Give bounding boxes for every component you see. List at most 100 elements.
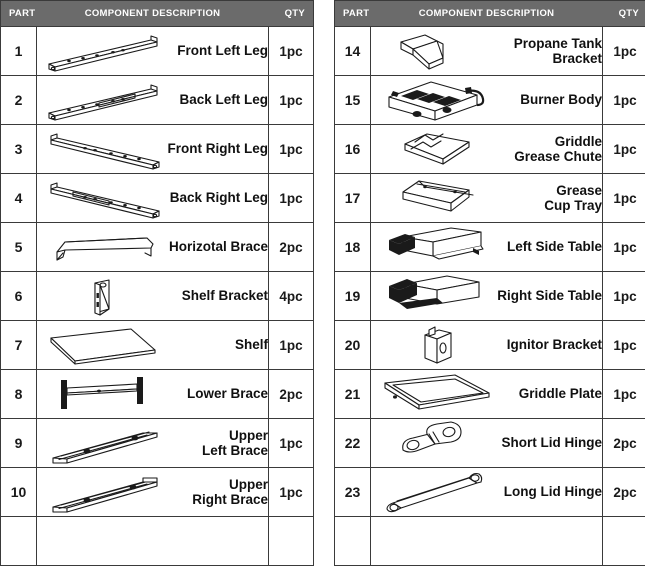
part-number-cell: 6	[1, 272, 37, 321]
part-number-cell: 21	[335, 370, 371, 419]
part-number-cell: 19	[335, 272, 371, 321]
part-number-cell: 18	[335, 223, 371, 272]
clipped-cell	[603, 517, 645, 566]
header-row: PART COMPONENT DESCRIPTION QTY	[1, 1, 314, 27]
table-row-partial	[335, 517, 645, 566]
part-number-cell: 10	[1, 468, 37, 517]
column-header-part: PART	[1, 1, 37, 27]
quantity-cell: 1pc	[603, 223, 645, 272]
component-description-label: Griddle Plate	[519, 386, 602, 401]
part-number-cell: 20	[335, 321, 371, 370]
quantity-cell: 1pc	[603, 125, 645, 174]
part-number-cell: 16	[335, 125, 371, 174]
component-description-cell: Griddle Plate	[371, 370, 603, 419]
description-text-wrap: Short Lid Hinge	[371, 420, 602, 467]
quantity-cell: 2pc	[603, 419, 645, 468]
part-number-cell: 5	[1, 223, 37, 272]
component-description-label: Shelf Bracket	[182, 288, 268, 303]
part-number-cell: 8	[1, 370, 37, 419]
description-text-wrap: Griddle Plate	[371, 371, 602, 418]
description-text-wrap: Long Lid Hinge	[371, 469, 602, 516]
component-description-label: Left Side Table	[507, 239, 602, 254]
component-description-label: Horizotal Brace	[169, 239, 268, 254]
component-description-label: Back Right Leg	[170, 190, 268, 205]
table-row-partial	[1, 517, 314, 566]
component-description-label: Right Side Table	[497, 288, 602, 303]
quantity-cell: 1pc	[603, 272, 645, 321]
component-description-label: Shelf	[235, 337, 268, 352]
header-row: PART COMPONENT DESCRIPTION QTY	[335, 1, 645, 27]
description-text-wrap: Propane Tank Bracket	[371, 28, 602, 75]
description-text-wrap: Horizotal Brace	[37, 224, 268, 271]
clipped-cell	[269, 517, 314, 566]
quantity-cell: 2pc	[603, 468, 645, 517]
description-text-wrap: Burner Body	[371, 77, 602, 124]
quantity-cell: 1pc	[603, 174, 645, 223]
description-text-wrap: Front Right Leg	[37, 126, 268, 173]
quantity-cell: 1pc	[603, 27, 645, 76]
component-description-cell: Front Right Leg	[37, 125, 269, 174]
component-description-cell: Left Side Table	[371, 223, 603, 272]
column-header-description: COMPONENT DESCRIPTION	[37, 1, 269, 27]
quantity-cell: 4pc	[269, 272, 314, 321]
description-text-wrap: Front Left Leg	[37, 28, 268, 75]
quantity-cell: 1pc	[269, 125, 314, 174]
description-text-wrap: Back Left Leg	[37, 77, 268, 124]
part-number-cell: 3	[1, 125, 37, 174]
component-description-label: Long Lid Hinge	[504, 484, 602, 499]
part-number-cell: 23	[335, 468, 371, 517]
left-parts-table: PART COMPONENT DESCRIPTION QTY 1 Front L…	[0, 0, 314, 566]
column-header-qty: QTY	[269, 1, 314, 27]
component-description-cell: Back Right Leg	[37, 174, 269, 223]
component-description-cell: Short Lid Hinge	[371, 419, 603, 468]
quantity-cell: 1pc	[269, 27, 314, 76]
component-description-label: Front Left Leg	[177, 43, 268, 58]
component-description-label: Lower Brace	[187, 386, 268, 401]
description-text-wrap: Left Side Table	[371, 224, 602, 271]
quantity-cell: 1pc	[603, 76, 645, 125]
right-parts-table: PART COMPONENT DESCRIPTION QTY 14 Propan…	[334, 0, 645, 566]
part-number-cell: 2	[1, 76, 37, 125]
part-number-cell: 1	[1, 27, 37, 76]
component-description-cell: Lower Brace	[37, 370, 269, 419]
part-number-cell: 17	[335, 174, 371, 223]
quantity-cell: 1pc	[269, 468, 314, 517]
quantity-cell: 1pc	[269, 419, 314, 468]
clipped-cell	[371, 517, 603, 566]
table-header: PART COMPONENT DESCRIPTION QTY	[335, 1, 645, 27]
part-number-cell: 15	[335, 76, 371, 125]
component-description-label: Back Left Leg	[179, 92, 268, 107]
component-description-cell: Horizotal Brace	[37, 223, 269, 272]
description-text-wrap: Right Side Table	[371, 273, 602, 320]
component-description-cell: Right Side Table	[371, 272, 603, 321]
part-number-cell: 14	[335, 27, 371, 76]
description-text-wrap: Back Right Leg	[37, 175, 268, 222]
description-text-wrap: Ignitor Bracket	[371, 322, 602, 369]
column-header-part: PART	[335, 1, 371, 27]
quantity-cell: 2pc	[269, 223, 314, 272]
clipped-cell	[37, 517, 269, 566]
component-description-cell: Shelf Bracket	[37, 272, 269, 321]
part-number-cell: 22	[335, 419, 371, 468]
